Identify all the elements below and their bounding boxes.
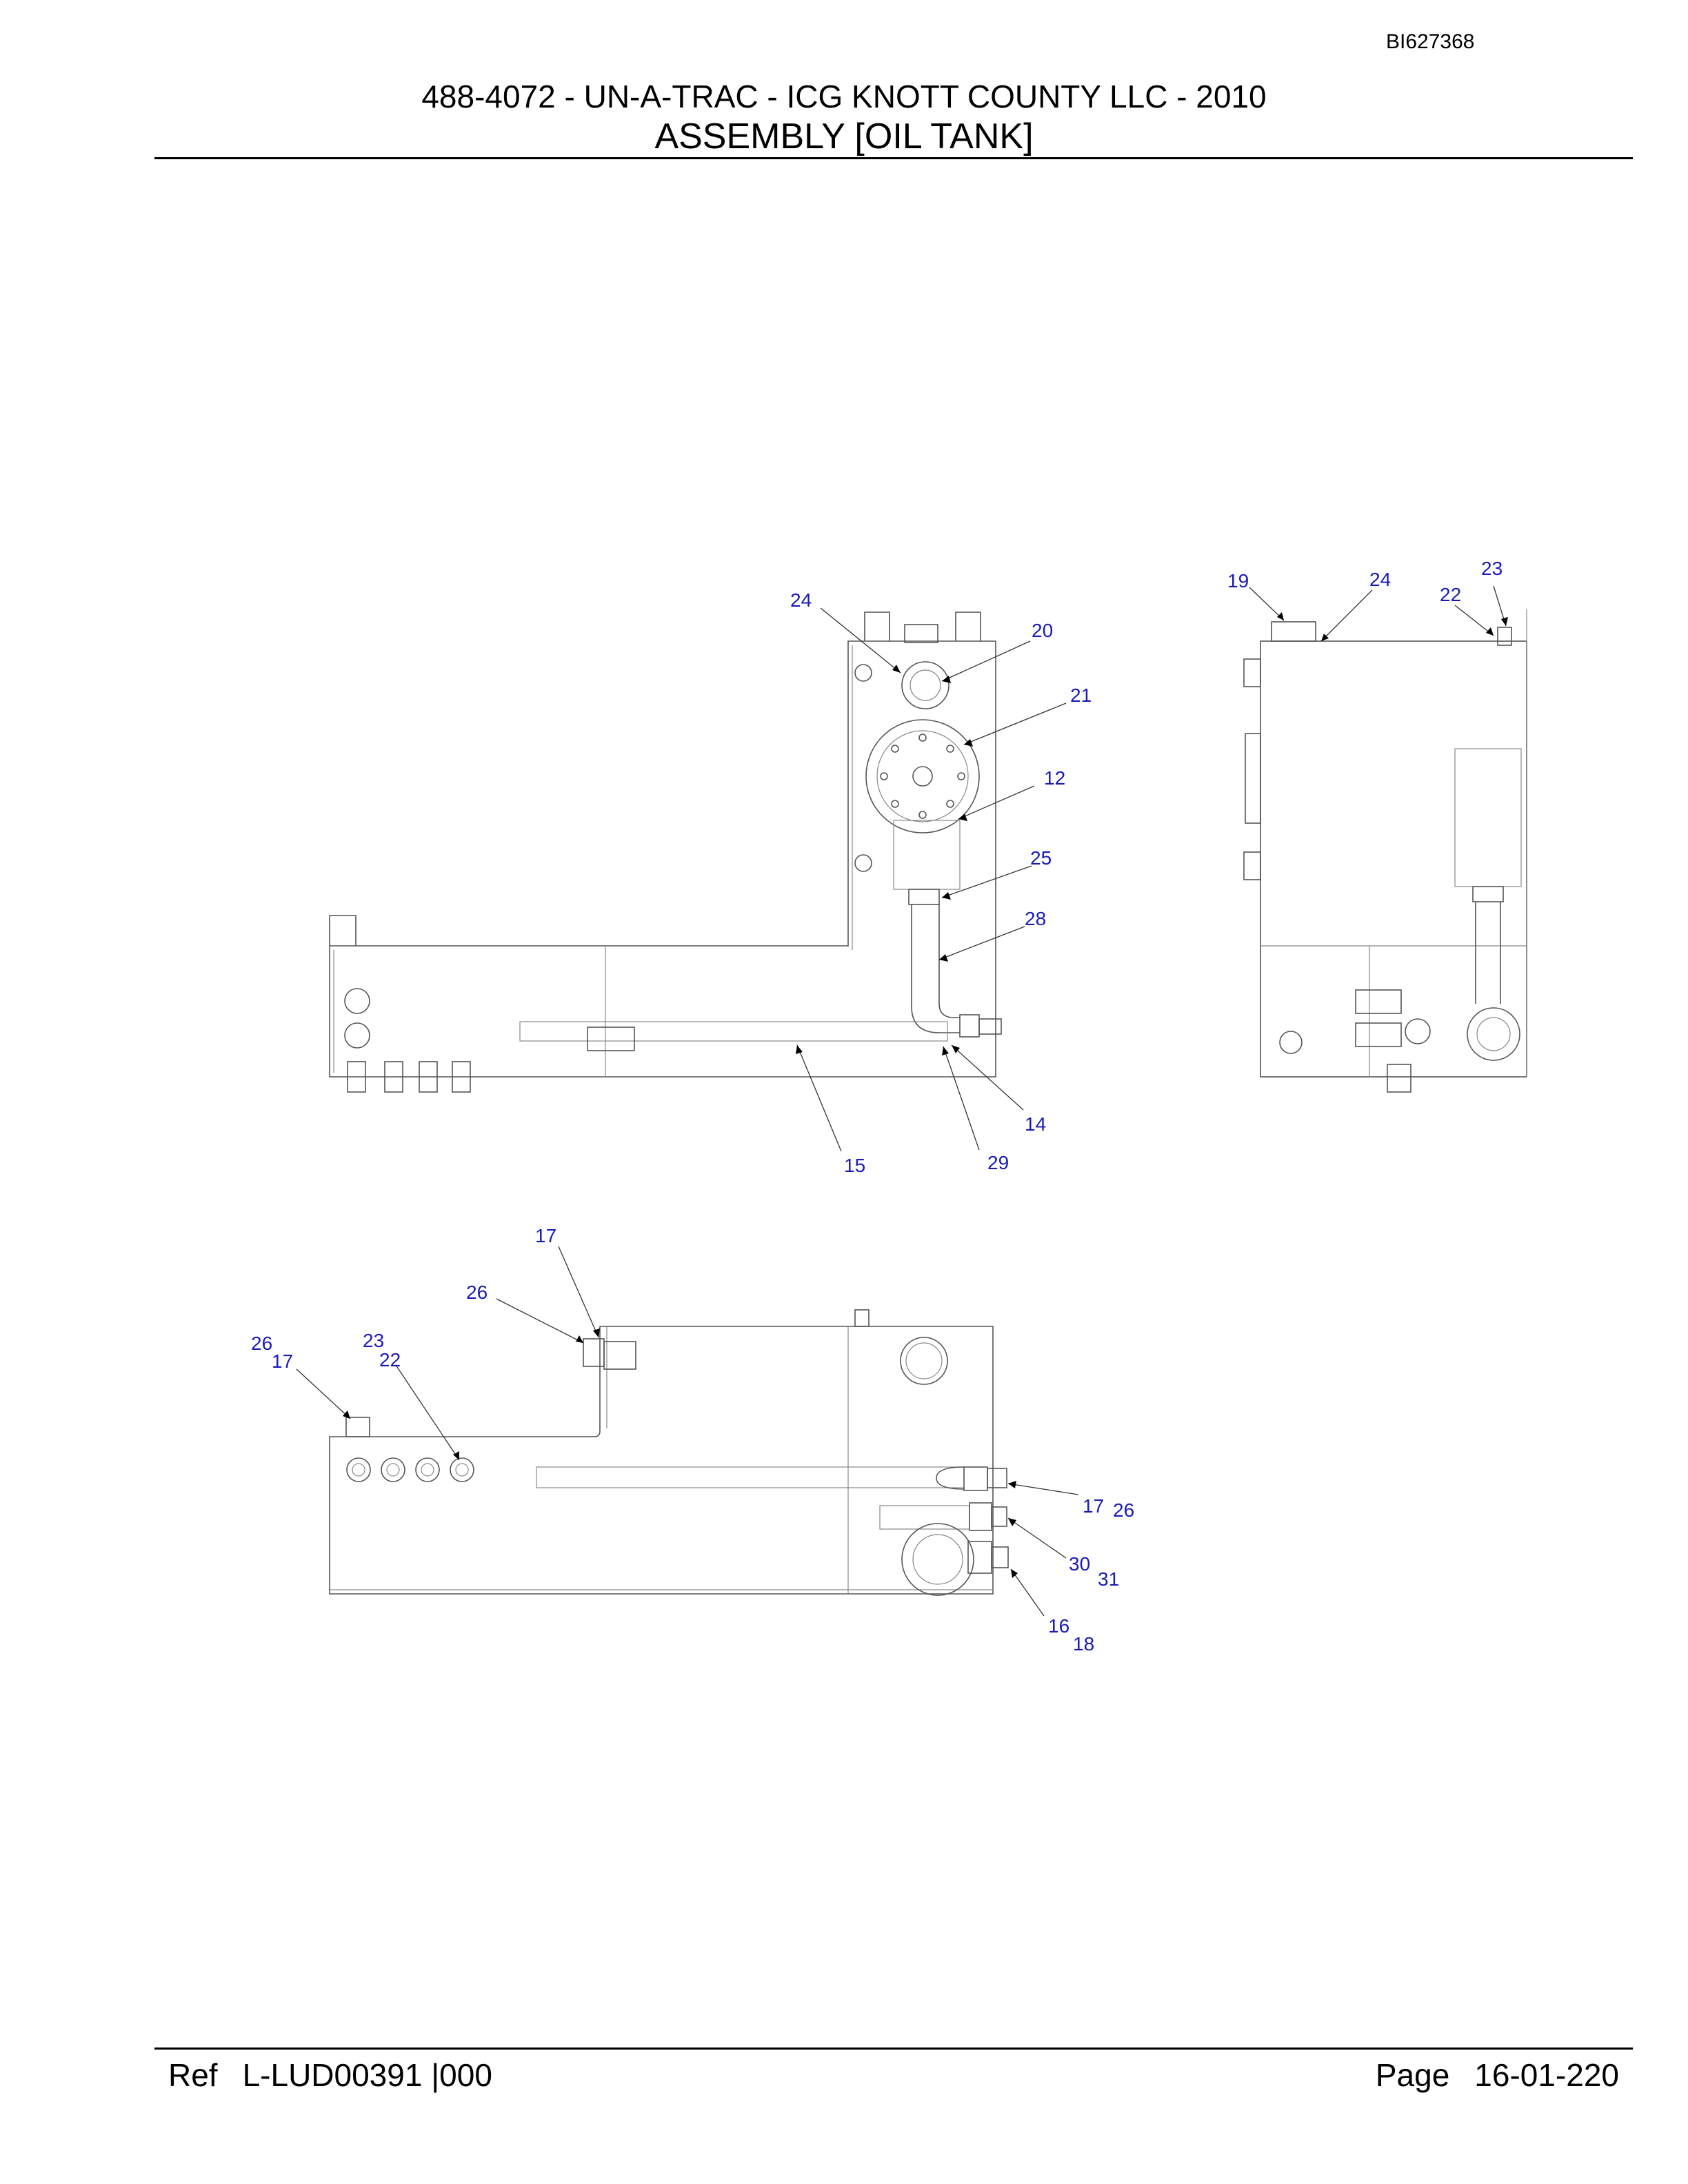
callout-19: 19 [1227, 570, 1249, 592]
callout-23: 23 [1481, 558, 1503, 579]
callout-26: 26 [1113, 1499, 1134, 1521]
front-view [329, 611, 1002, 1093]
footer-reference: Ref L-LUD00391 |000 [168, 2056, 492, 2094]
front-view-leaders [796, 607, 1067, 1152]
callout-14: 14 [1025, 1113, 1046, 1135]
ref-label: Ref [168, 2057, 218, 2093]
callout-23: 23 [363, 1330, 384, 1351]
top-view-leaders [296, 1246, 1079, 1617]
callout-24: 24 [790, 589, 812, 611]
front-view-callouts: 24 20 21 12 25 28 14 29 15 [790, 589, 1092, 1176]
side-view-callouts: 19 24 23 22 [1227, 558, 1503, 605]
callout-26: 26 [251, 1333, 272, 1354]
callout-18: 18 [1073, 1633, 1094, 1655]
callout-31: 31 [1098, 1568, 1119, 1590]
callout-17: 17 [535, 1225, 556, 1246]
callout-15: 15 [844, 1155, 865, 1176]
callout-24: 24 [1369, 569, 1391, 590]
footer-page: Page 16-01-220 [1376, 2056, 1619, 2094]
callout-21: 21 [1070, 685, 1092, 706]
callout-12: 12 [1044, 767, 1065, 789]
callout-30: 30 [1069, 1553, 1090, 1575]
page-subtitle: ASSEMBLY [OIL TANK] [654, 117, 1034, 156]
top-view [329, 1309, 1009, 1596]
page-title: 488-4072 - UN-A-TRAC - ICG KNOTT COUNTY … [421, 79, 1267, 114]
callout-29: 29 [987, 1152, 1009, 1173]
callout-17: 17 [272, 1351, 293, 1372]
document-id: BI627368 [1386, 30, 1475, 53]
callout-26: 26 [466, 1282, 488, 1303]
callout-25: 25 [1030, 847, 1052, 869]
top-view-callouts: 17 26 26 17 23 22 17 26 30 31 16 18 [251, 1225, 1134, 1655]
callout-22: 22 [379, 1349, 401, 1371]
side-view [1243, 609, 1527, 1093]
callout-16: 16 [1048, 1615, 1069, 1637]
callout-20: 20 [1032, 620, 1053, 641]
ref-value: L-LUD00391 |000 [242, 2057, 492, 2093]
header-rule [154, 157, 1633, 159]
callout-28: 28 [1025, 908, 1046, 929]
page-label: Page [1375, 2057, 1450, 2093]
page-number: 16-01-220 [1474, 2057, 1619, 2093]
callout-22: 22 [1440, 584, 1461, 605]
callout-17: 17 [1083, 1495, 1104, 1517]
footer-rule [154, 2048, 1633, 2050]
side-view-leaders [1249, 585, 1508, 642]
